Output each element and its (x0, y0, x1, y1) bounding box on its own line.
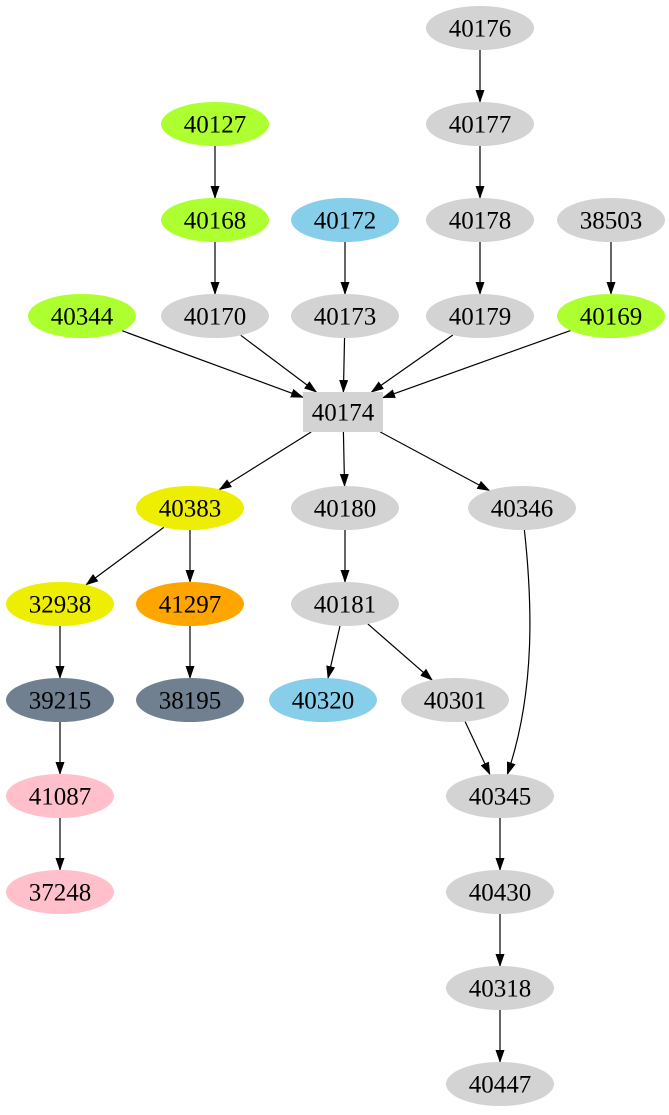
node-40170: 40170 (161, 294, 269, 338)
node-ellipse-shape (426, 294, 534, 338)
node-ellipse-shape (28, 294, 136, 338)
edge-40383-32938 (85, 526, 165, 586)
node-ellipse-shape (557, 198, 665, 242)
node-ellipse-shape (446, 1062, 554, 1106)
node-ellipse-shape (446, 870, 554, 914)
node-40169: 40169 (557, 294, 665, 338)
edge-40181-40301 (367, 623, 433, 681)
node-ellipse-shape (136, 678, 244, 722)
node-41087: 41087 (6, 774, 114, 818)
node-40320: 40320 (269, 678, 377, 722)
node-40174: 40174 (303, 392, 383, 432)
node-ellipse-shape (6, 870, 114, 914)
edge-40170-40174 (240, 334, 318, 393)
edges-layer (55, 50, 616, 1063)
node-ellipse-shape (6, 582, 114, 626)
node-40181: 40181 (291, 582, 399, 626)
node-40383: 40383 (136, 486, 244, 530)
node-ellipse-shape (6, 678, 114, 722)
node-40430: 40430 (446, 870, 554, 914)
edge-40173-40174 (339, 337, 349, 393)
node-40172: 40172 (291, 198, 399, 242)
node-ellipse-shape (136, 582, 244, 626)
node-38195: 38195 (136, 678, 244, 722)
node-40301: 40301 (401, 678, 509, 722)
edge-40179-40174 (370, 334, 454, 393)
edge-40174-40180 (339, 431, 349, 488)
node-ellipse-shape (161, 198, 269, 242)
node-40168: 40168 (161, 198, 269, 242)
node-ellipse-shape (6, 774, 114, 818)
node-ellipse-shape (446, 774, 554, 818)
node-ellipse-shape (426, 198, 534, 242)
edge-40301-40345 (464, 721, 491, 776)
node-ellipse-shape (269, 678, 377, 722)
node-ellipse-shape (161, 102, 269, 146)
node-40447: 40447 (446, 1062, 554, 1106)
node-ellipse-shape (426, 102, 534, 146)
node-ellipse-shape (291, 582, 399, 626)
node-ellipse-shape (557, 294, 665, 338)
node-32938: 32938 (6, 582, 114, 626)
edge-40346-40345 (506, 529, 531, 776)
node-40179: 40179 (426, 294, 534, 338)
edge-40344-40174 (121, 330, 304, 398)
node-40178: 40178 (426, 198, 534, 242)
node-39215: 39215 (6, 678, 114, 722)
node-ellipse-shape (291, 294, 399, 338)
node-40344: 40344 (28, 294, 136, 338)
node-40176: 40176 (426, 6, 534, 50)
node-40180: 40180 (291, 486, 399, 530)
node-box-shape (303, 392, 383, 432)
node-40318: 40318 (446, 966, 554, 1010)
node-ellipse-shape (161, 294, 269, 338)
node-ellipse-shape (291, 486, 399, 530)
node-ellipse-shape (468, 486, 576, 530)
node-40177: 40177 (426, 102, 534, 146)
edge-40174-40383 (218, 431, 312, 491)
node-38503: 38503 (557, 198, 665, 242)
node-37248: 37248 (6, 870, 114, 914)
node-40345: 40345 (446, 774, 554, 818)
node-41297: 41297 (136, 582, 244, 626)
node-ellipse-shape (426, 6, 534, 50)
nodes-layer: 40176 40127 40177 40168 40172 40178 38503 40344… (6, 6, 665, 1106)
node-ellipse-shape (401, 678, 509, 722)
node-40173: 40173 (291, 294, 399, 338)
edge-40169-40174 (382, 329, 571, 399)
node-ellipse-shape (446, 966, 554, 1010)
edge-40174-40346 (380, 431, 491, 492)
edge-40181-40320 (326, 625, 341, 680)
node-ellipse-shape (291, 198, 399, 242)
node-40346: 40346 (468, 486, 576, 530)
node-40127: 40127 (161, 102, 269, 146)
node-ellipse-shape (136, 486, 244, 530)
